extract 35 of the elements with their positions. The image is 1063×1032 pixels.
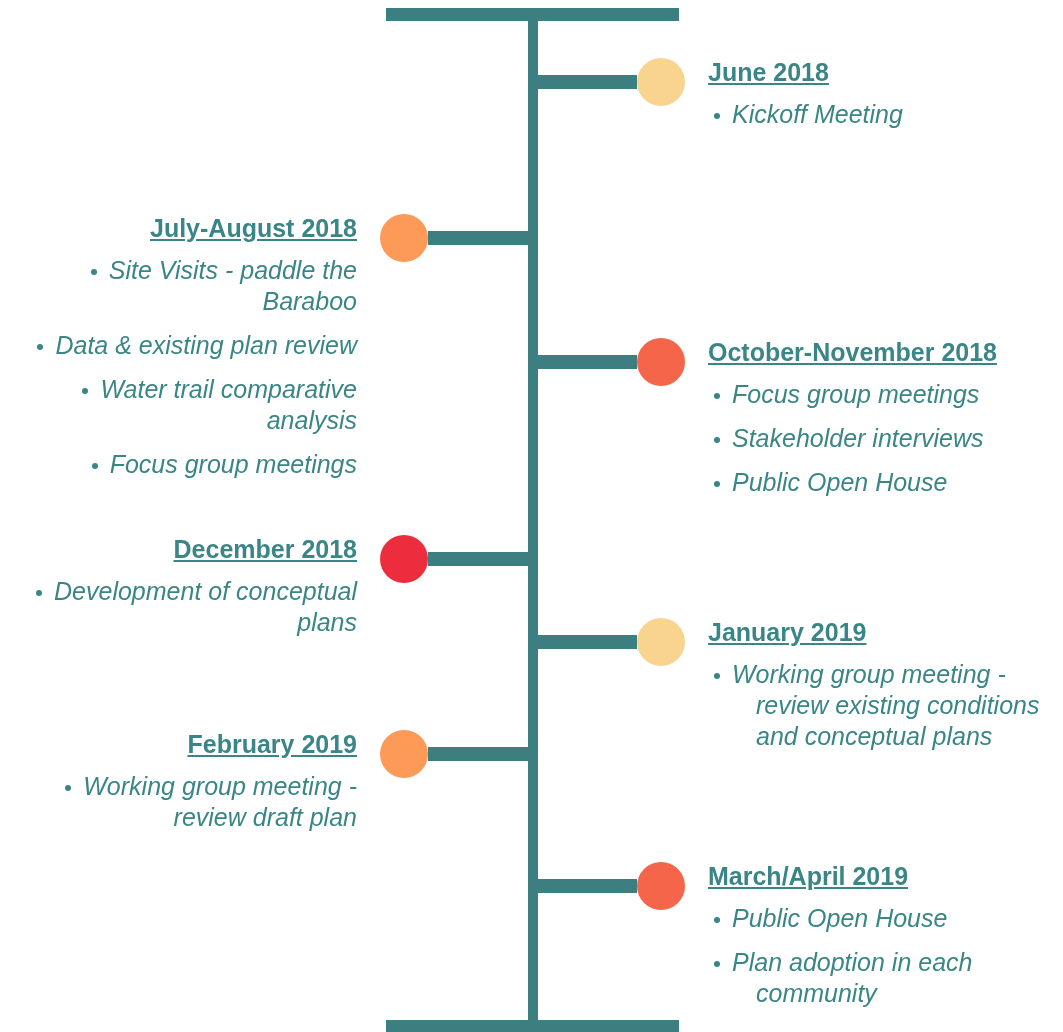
date-heading: February 2019 [187, 729, 357, 759]
date-heading: January 2019 [708, 617, 868, 647]
bullet-item: Stakeholder interviews [732, 424, 984, 452]
milestone-circle [637, 618, 685, 666]
bullet-item: Development of conceptual plans [54, 577, 357, 636]
milestone-circle [380, 730, 428, 778]
bullet-item: Focus group meetings [109, 450, 357, 478]
bullet-item: Working group meeting - review draft plan [83, 772, 357, 831]
date-heading: December 2018 [173, 534, 357, 564]
milestone-circle [637, 58, 685, 106]
date-heading: June 2018 [708, 57, 830, 87]
bullet-item: Plan adoption in each community [732, 948, 973, 1007]
connector-line [538, 635, 637, 649]
bullet-item: Public Open House [732, 468, 948, 496]
bullet-item: Data & existing plan review [55, 331, 357, 359]
connector-line [538, 75, 637, 89]
date-heading: March/April 2019 [708, 861, 910, 891]
connector-line [428, 231, 528, 245]
bullet-item: Site Visits - paddle the Baraboo [108, 256, 357, 315]
bullet-item: Focus group meetings [732, 380, 980, 408]
milestone-circle [637, 862, 685, 910]
bullet-item: Kickoff Meeting [732, 100, 903, 128]
bullet-item: Public Open House [732, 904, 948, 932]
timeline-spine [386, 8, 679, 1032]
connector-line [428, 552, 528, 566]
milestone-circle [637, 338, 685, 386]
connector-line [538, 879, 637, 893]
bullet-item: Water trail comparative analysis [100, 375, 357, 434]
date-heading: July-August 2018 [150, 213, 357, 243]
milestone-circle [380, 535, 428, 583]
connector-line [428, 747, 528, 761]
bullet-item: Working group meeting - review existing conditions and conceptual plans [732, 660, 1040, 750]
date-heading: October-November 2018 [708, 337, 998, 367]
milestone-circle [380, 214, 428, 262]
connector-line [538, 355, 637, 369]
